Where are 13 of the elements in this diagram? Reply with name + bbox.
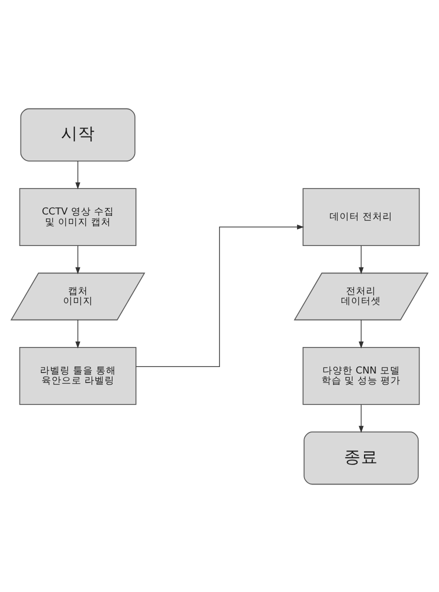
- arrow: [358, 404, 364, 432]
- arrow: [75, 160, 80, 189]
- arrow: [358, 244, 364, 274]
- node-box: 다양한 CNN 모델 학습 및 성능 평가: [302, 346, 420, 404]
- node-box: 데이터 전처리: [302, 188, 420, 246]
- arrow: [75, 244, 80, 274]
- arrow: [75, 319, 80, 348]
- node-box: 라벨링 툴을 통해 육안으로 라벨링: [19, 346, 136, 404]
- arrow: [358, 319, 364, 348]
- node-box: 종료: [304, 431, 419, 484]
- arrow: [136, 224, 304, 367]
- node-box: 시작: [20, 108, 136, 161]
- node-box: CCTV 영상 수집 및 이미지 캡처: [19, 188, 136, 246]
